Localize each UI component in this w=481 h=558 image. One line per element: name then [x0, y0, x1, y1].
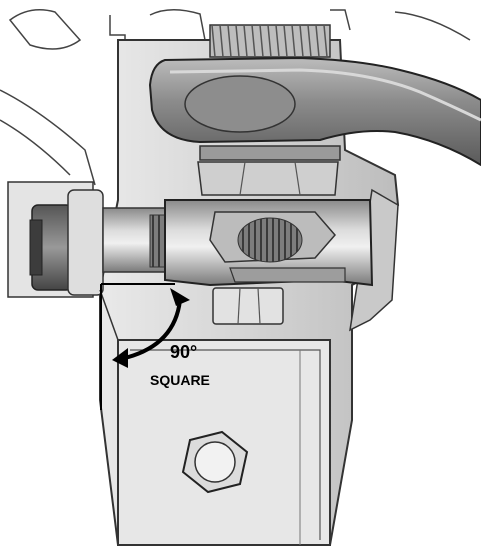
hex-nut-upper: [197, 145, 341, 196]
arm-eye: [184, 75, 296, 133]
adjuster-assembly: [7, 181, 374, 298]
curved-double-arrow-icon: [112, 288, 190, 368]
side-plate: [349, 188, 399, 332]
hex-nut-lower: [212, 287, 284, 325]
angle-label: 90°: [170, 342, 197, 362]
lower-bolt-head: [181, 430, 249, 494]
upper-frame-lines: [0, 9, 471, 186]
spline-top: [209, 24, 331, 58]
arm-highlight: [169, 68, 481, 122]
square-label: SQUARE: [150, 372, 210, 388]
square-reference-lines: [100, 283, 175, 410]
